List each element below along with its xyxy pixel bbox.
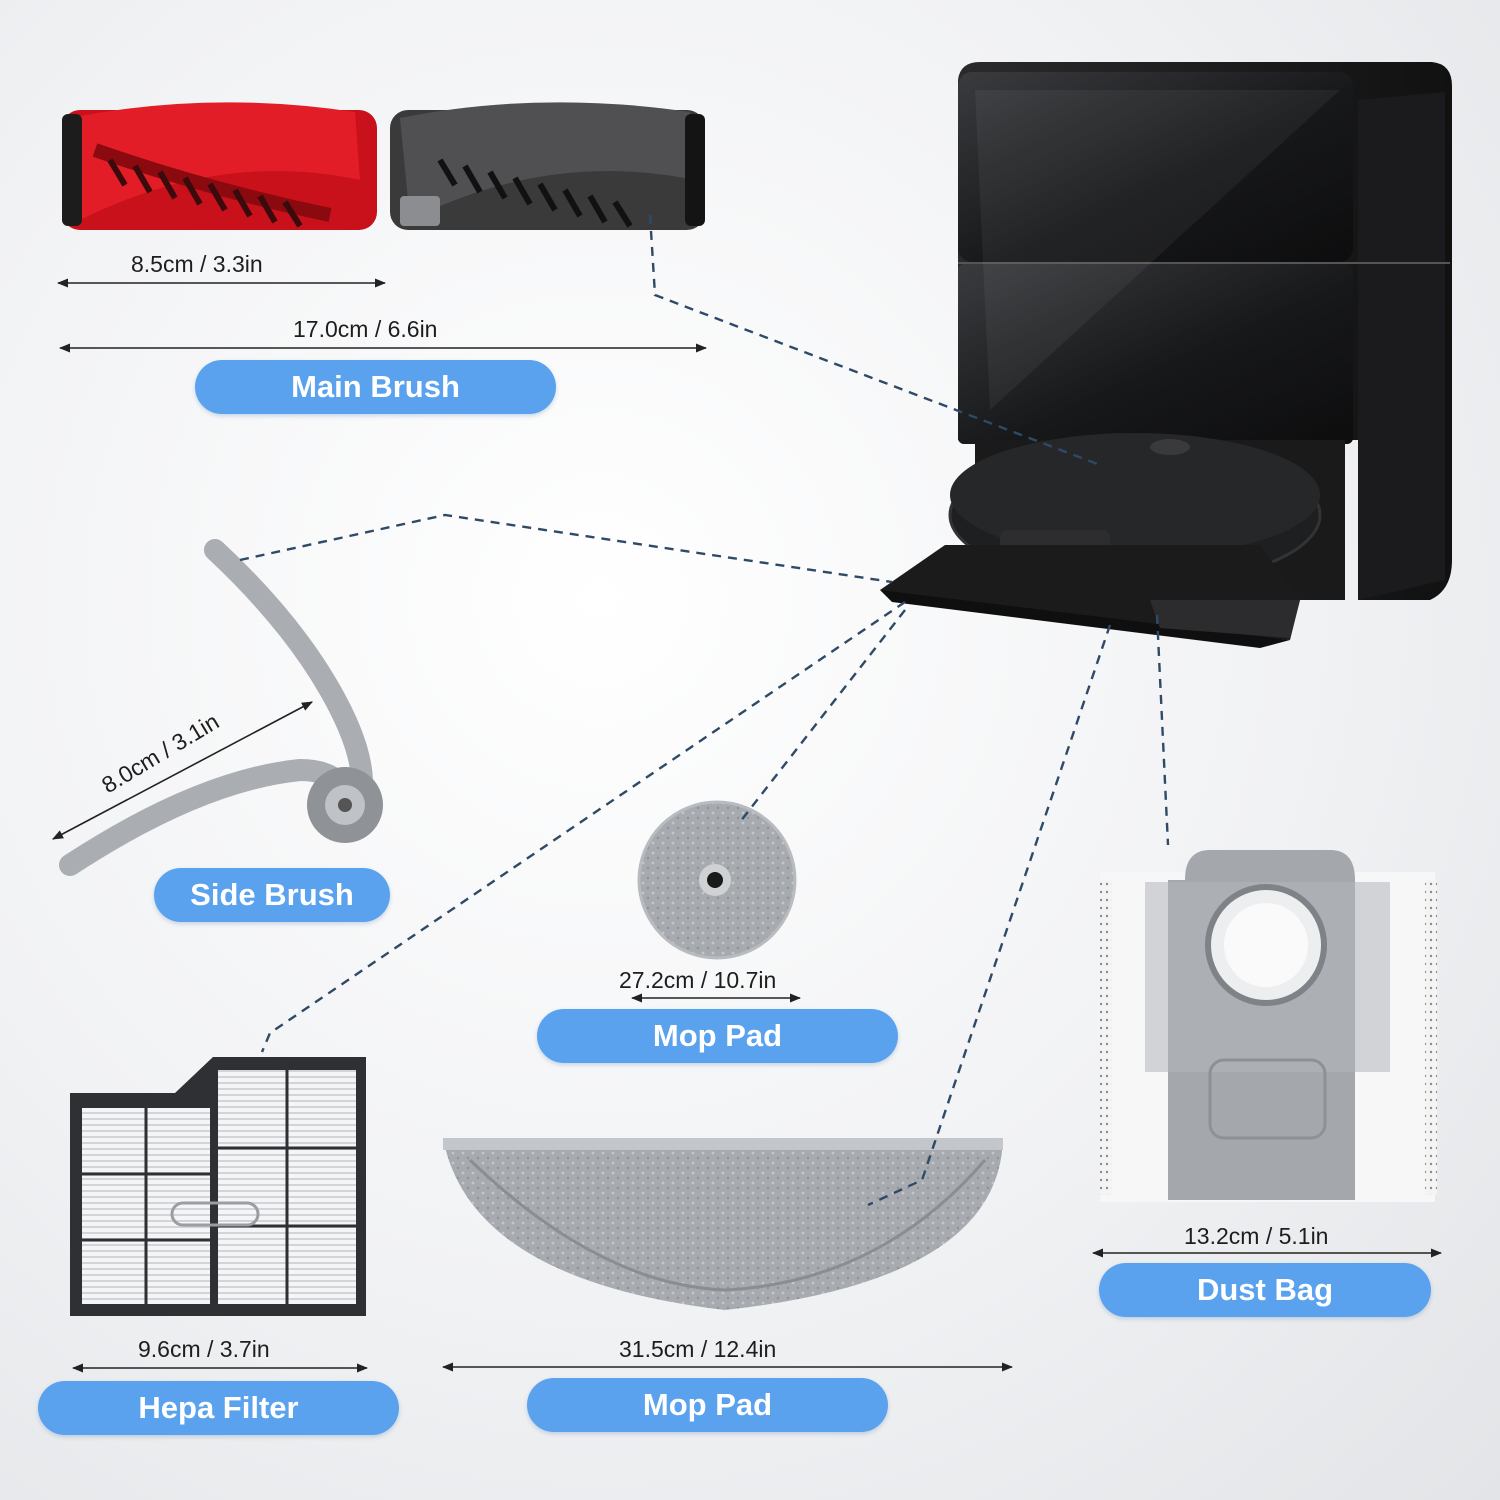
side-brush-icon <box>59 539 383 876</box>
half-moon-mop-pad-dimension: 31.5cm / 12.4in <box>619 1336 777 1362</box>
hepa-filter-icon <box>70 1057 366 1316</box>
half-moon-mop-pad-icon <box>443 1138 1003 1310</box>
dust-bag-label: Dust Bag <box>1099 1263 1431 1317</box>
dust-bag-dimension: 13.2cm / 5.1in <box>1184 1223 1329 1249</box>
round-mop-pad-icon <box>637 800 797 960</box>
main-brush-long-dimension: 17.0cm / 6.6in <box>293 316 438 342</box>
base-station-icon <box>880 62 1452 648</box>
round-mop-pad-dimension: 27.2cm / 10.7in <box>619 967 777 993</box>
main-brush-short-dimension: 8.5cm / 3.3in <box>131 251 263 277</box>
main-brush-red-icon <box>62 102 377 230</box>
main-brush-black-icon <box>390 102 705 230</box>
leader-lines <box>239 214 1170 1207</box>
side-brush-label: Side Brush <box>154 868 390 922</box>
dust-bag-icon <box>1100 850 1437 1202</box>
half-moon-mop-pad-label: Mop Pad <box>527 1378 888 1432</box>
hepa-filter-label: Hepa Filter <box>38 1381 399 1435</box>
hepa-filter-dimension: 9.6cm / 3.7in <box>138 1336 270 1362</box>
round-mop-pad-label: Mop Pad <box>537 1009 898 1063</box>
main-brush-label: Main Brush <box>195 360 556 414</box>
